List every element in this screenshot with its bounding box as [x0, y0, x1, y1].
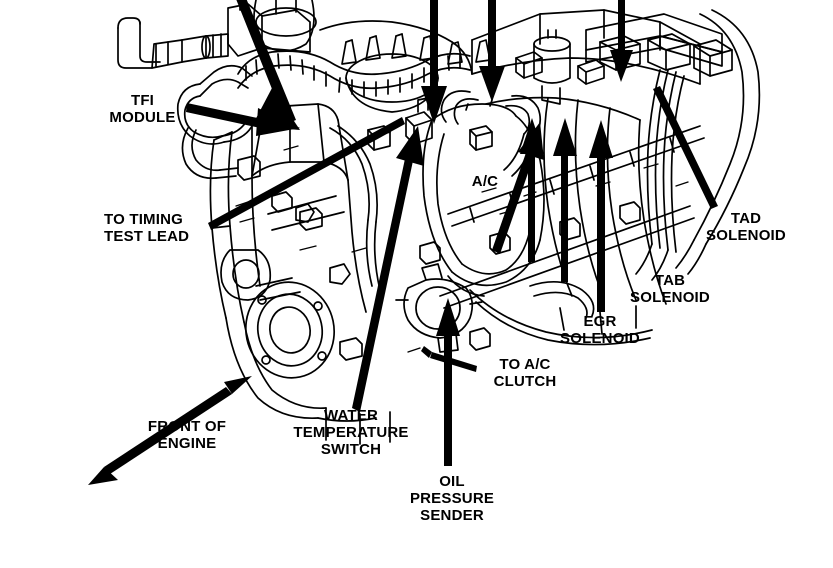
label-to-ac-clutch: TO A/C CLUTCH: [493, 356, 557, 390]
callout-leaders: [88, 0, 718, 485]
label-to-timing-test-lead: TO TIMING TEST LEAD: [104, 211, 190, 245]
to-ac-clutch-leader: [421, 346, 477, 372]
label-tfi-module: TFI MODULE: [109, 92, 176, 126]
lower-right-block: [469, 289, 653, 346]
tad-solenoid-leader: [653, 86, 718, 209]
label-water-temperature-switch: WATER TEMPERATURE SWITCH: [293, 407, 409, 458]
tfi-module-leader: [186, 103, 300, 136]
top-arrow-mid-1: [421, 0, 447, 124]
engine-block-left: [209, 125, 391, 445]
label-egr-solenoid: EGR SOLENOID: [560, 313, 640, 347]
center-up-arrow: [520, 118, 544, 262]
upper-left-pipe: [117, 17, 229, 69]
oil-pressure-sender-part: [395, 263, 483, 353]
label-tab-solenoid: TAB SOLENOID: [630, 272, 710, 306]
top-arrow-mid-2: [479, 0, 505, 102]
label-oil-pressure-sender: OIL PRESSURE SENDER: [409, 473, 495, 524]
water-temperature-switch-leader: [352, 126, 424, 412]
top-arrow-right: [610, 0, 633, 82]
label-tad-solenoid: TAD SOLENOID: [706, 210, 786, 244]
front-of-engine-leader: [88, 376, 252, 485]
ac-compressor: [422, 99, 545, 297]
label-front-of-engine: FRONT OF ENGINE: [147, 418, 227, 452]
water-temp-switch-part: [405, 97, 433, 145]
to-timing-test-lead-leader: [208, 117, 405, 230]
solenoid-cluster: [515, 13, 733, 105]
tab-solenoid-leader: [553, 118, 577, 282]
egr-solenoid-leader: [589, 120, 613, 312]
label-ac-marking: A/C: [471, 173, 499, 190]
